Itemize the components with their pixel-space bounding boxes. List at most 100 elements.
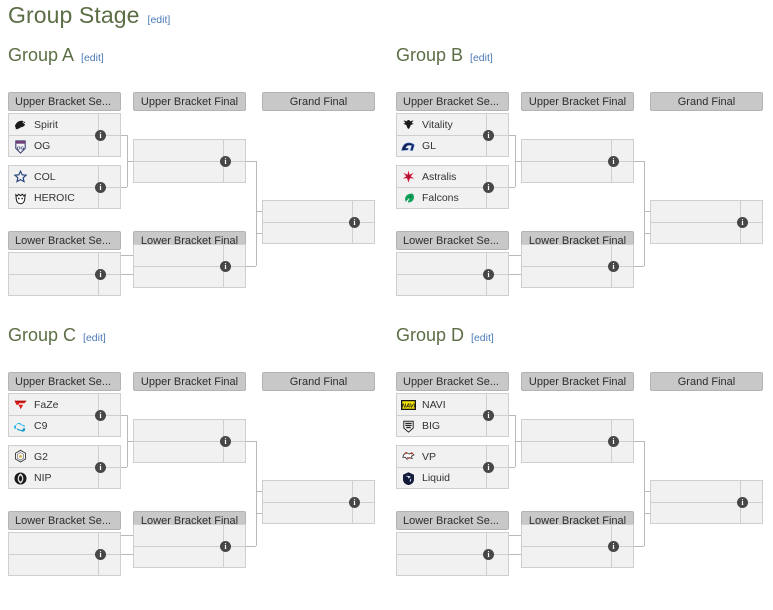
team-score [740, 503, 762, 523]
round-header-upper-bracket-final[interactable]: Upper Bracket Final [133, 92, 246, 111]
team-name: G2 [34, 450, 49, 463]
group-b-bracket: Group B[edit]Upper Bracket Se...Upper Br… [388, 45, 773, 330]
team-score [611, 442, 633, 462]
spirit-logo [13, 117, 28, 132]
team-score [223, 162, 245, 182]
connector-gf-in-upper [256, 491, 262, 492]
info-icon[interactable]: i [349, 497, 360, 508]
connector-gf-in-lower [256, 233, 262, 234]
info-icon[interactable]: i [483, 130, 494, 141]
og-logo: OG [13, 139, 28, 154]
team-row [522, 161, 633, 182]
info-icon[interactable]: i [483, 410, 494, 421]
team-row: Liquid [397, 467, 508, 488]
team-row [397, 533, 508, 554]
info-icon[interactable]: i [220, 261, 231, 272]
connector-ubsemi2-out [509, 467, 515, 468]
team-row [134, 525, 245, 546]
info-icon[interactable]: i [483, 549, 494, 560]
info-icon[interactable]: i [220, 156, 231, 167]
info-icon[interactable]: i [220, 436, 231, 447]
info-icon[interactable]: i [95, 410, 106, 421]
team-row [522, 266, 633, 287]
connector-ubsemi1-out [121, 135, 127, 136]
nip-logo [13, 471, 28, 486]
connector-lbfinal-in-top [509, 535, 521, 536]
info-icon[interactable]: i [95, 549, 106, 560]
info-icon[interactable]: i [608, 261, 619, 272]
team-row [134, 161, 245, 182]
faze-logo [13, 397, 28, 412]
team-score [740, 481, 762, 502]
virtuspro-logo [401, 449, 416, 464]
round-header-upper-bracket-semi[interactable]: Upper Bracket Se... [8, 372, 121, 391]
team-name: GL [422, 140, 437, 152]
svg-text:NAVI: NAVI [402, 403, 416, 409]
info-icon[interactable]: i [349, 217, 360, 228]
team-score [352, 223, 374, 243]
round-header-grand-final[interactable]: Grand Final [650, 92, 763, 111]
team-score [486, 253, 508, 274]
info-icon[interactable]: i [483, 182, 494, 193]
info-icon[interactable]: i [95, 269, 106, 280]
astralis-logo [401, 169, 416, 184]
round-header-upper-bracket-semi[interactable]: Upper Bracket Se... [8, 92, 121, 111]
connector-ubfinal-in [515, 441, 521, 442]
match-upper-final[interactable] [521, 419, 634, 463]
team-score [611, 245, 633, 266]
round-header-upper-bracket-semi[interactable]: Upper Bracket Se... [396, 372, 509, 391]
team-score [98, 136, 120, 156]
group-edit-link[interactable]: [edit] [83, 332, 106, 344]
team-score [486, 555, 508, 575]
info-icon[interactable]: i [95, 462, 106, 473]
team-row [9, 253, 120, 274]
round-header-lower-bracket-semi[interactable]: Lower Bracket Se... [8, 231, 121, 250]
connector-ubsemi1-out [121, 415, 127, 416]
connector-lbfinal-in-top [121, 535, 133, 536]
round-header-upper-bracket-final[interactable]: Upper Bracket Final [521, 372, 634, 391]
round-header-upper-bracket-final[interactable]: Upper Bracket Final [133, 372, 246, 391]
info-icon[interactable]: i [608, 156, 619, 167]
round-header-lower-bracket-semi[interactable]: Lower Bracket Se... [396, 231, 509, 250]
connector-ubsemi1-out [509, 415, 515, 416]
team-score [611, 420, 633, 441]
round-header-grand-final[interactable]: Grand Final [262, 372, 375, 391]
info-icon[interactable]: i [220, 541, 231, 552]
info-icon[interactable]: i [483, 269, 494, 280]
round-header-upper-bracket-final[interactable]: Upper Bracket Final [521, 92, 634, 111]
connector-ubfinal-in [127, 161, 133, 162]
team-row [522, 546, 633, 567]
team-row [651, 222, 762, 243]
info-icon[interactable]: i [737, 217, 748, 228]
team-row [263, 222, 374, 243]
group-edit-link[interactable]: [edit] [81, 52, 104, 64]
connector-ubfinal-in [515, 161, 521, 162]
team-score [223, 140, 245, 161]
info-icon[interactable]: i [737, 497, 748, 508]
group-edit-link[interactable]: [edit] [471, 332, 494, 344]
team-name: FaZe [34, 398, 59, 411]
info-icon[interactable]: i [95, 182, 106, 193]
team-name: C9 [34, 420, 48, 432]
page-edit-link[interactable]: [edit] [147, 14, 171, 26]
team-row: NIP [9, 467, 120, 488]
team-score [352, 201, 374, 222]
round-header-lower-bracket-semi[interactable]: Lower Bracket Se... [8, 511, 121, 530]
group-edit-link[interactable]: [edit] [470, 52, 493, 64]
connector-lbfinal-out [246, 266, 256, 267]
team-row [134, 546, 245, 567]
round-header-upper-bracket-semi[interactable]: Upper Bracket Se... [396, 92, 509, 111]
round-header-grand-final[interactable]: Grand Final [262, 92, 375, 111]
info-icon[interactable]: i [608, 436, 619, 447]
group-heading: Group C[edit] [8, 325, 106, 351]
round-header-lower-bracket-semi[interactable]: Lower Bracket Se... [396, 511, 509, 530]
info-icon[interactable]: i [483, 462, 494, 473]
round-header-grand-final[interactable]: Grand Final [650, 372, 763, 391]
info-icon[interactable]: i [95, 130, 106, 141]
info-icon[interactable]: i [608, 541, 619, 552]
